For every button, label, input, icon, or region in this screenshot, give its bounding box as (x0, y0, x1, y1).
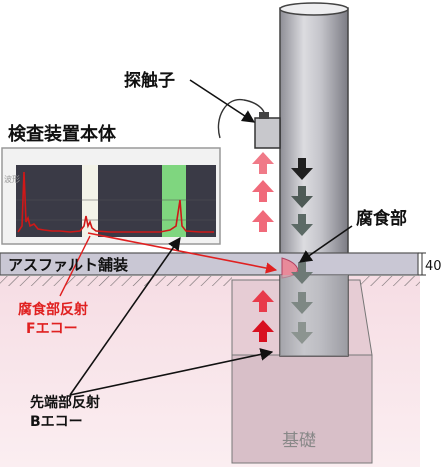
ground-hatch-right (360, 276, 420, 286)
up-arrow-icon (252, 152, 274, 342)
asphalt-layer (0, 252, 419, 276)
probe-connector (259, 112, 269, 119)
b-echo-label-2: Bエコー (30, 414, 83, 430)
foundation-label: 基礎 (282, 431, 316, 451)
down-arrow-icon (291, 158, 313, 344)
corrosion-label: 腐食部 (356, 208, 407, 229)
f-echo-leader (59, 235, 91, 297)
waveform (17, 171, 214, 233)
corrosion-leader (298, 225, 353, 263)
probe-label: 探触子 (124, 70, 175, 91)
probe-box (254, 117, 281, 149)
device-label: 検査装置本体 (8, 123, 117, 145)
b-echo-leader-1 (69, 236, 181, 396)
pole-top (279, 2, 349, 16)
b-echo-label-1: 先端部反射 (30, 394, 100, 411)
probe-cable (217, 98, 265, 139)
f-echo-label-2: Fエコー (26, 321, 78, 337)
screen-tag: 波形 (4, 174, 20, 184)
pole-buried-section (280, 275, 348, 356)
depth-label: 40 (425, 259, 442, 274)
probe-leader (189, 79, 256, 123)
b-echo-leader-2 (69, 348, 274, 396)
f-echo-label-1: 腐食部反射 (18, 301, 88, 318)
f-echo-path (87, 232, 278, 274)
foundation-block (231, 354, 373, 464)
ground-hatch (0, 276, 232, 286)
asphalt-label: アスファルト舗装 (8, 256, 129, 274)
